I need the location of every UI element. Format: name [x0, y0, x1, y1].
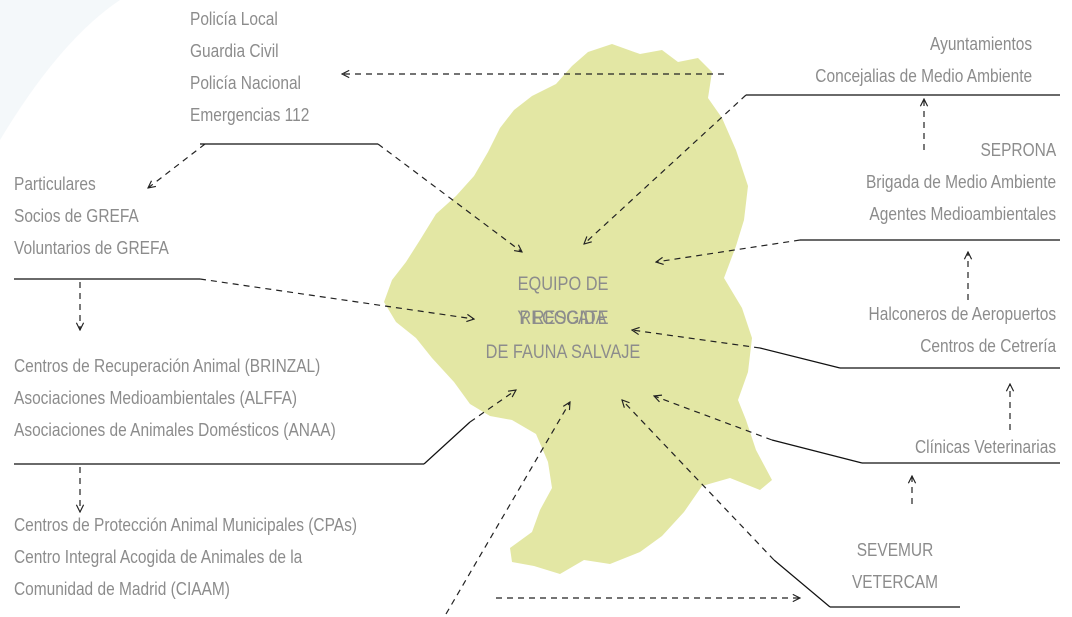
node-line: Policía Local [190, 9, 278, 29]
arrow-protection-to-center [445, 402, 570, 615]
arrow-citizens-to-center [199, 278, 474, 319]
connector-recovery [423, 421, 471, 465]
arrow-environment-to-center [656, 239, 801, 262]
node-line: Centros de Cetrería [920, 336, 1056, 356]
node-line: Centro Integral Acogida de Animales de l… [14, 547, 303, 567]
node-line: Emergencias 112 [190, 105, 310, 125]
arrow-police-to-citizens [148, 143, 206, 188]
node-line: Particulares [14, 174, 96, 194]
arrow-recovery-to-center [469, 390, 516, 423]
node-line: Socios de GREFA [14, 206, 139, 226]
center-label-line: Y RESCATE [517, 308, 609, 329]
node-line: Voluntarios de GREFA [14, 238, 169, 258]
arrow-municipal-to-center [584, 94, 747, 244]
node-line: Clínicas Veterinarias [914, 437, 1056, 457]
arrow-emergency-vets-to-center [622, 400, 775, 561]
node-vets: Clínicas Veterinarias [915, 431, 1056, 463]
node-line: Comunidad de Madrid (CIAAM) [14, 579, 230, 599]
node-line: SEPRONA [980, 140, 1056, 160]
node-line: Concejalias de Medio Ambiente [815, 66, 1032, 86]
node-recovery-centers: Centros de Recuperación Animal (BRINZAL)… [14, 350, 336, 446]
node-line: Centros de Protección Animal Municipales… [14, 515, 358, 535]
node-line: Asociaciones Medioambientales (ALFFA) [14, 388, 298, 408]
node-environment-agents: SEPRONA Brigada de Medio Ambiente Agente… [866, 134, 1056, 230]
node-line: Guardia Civil [190, 41, 279, 61]
node-line: Centros de Recuperación Animal (BRINZAL) [14, 356, 321, 376]
connector-falconers [759, 347, 841, 369]
center-label-line: EQUIPO DE RECOGIDA [517, 274, 609, 329]
center-label-rescue-team: EQUIPO DE RECOGIDA Y RESCATE DE FAUNA SA… [481, 268, 644, 370]
node-line: Asociaciones de Animales Domésticos (ANA… [14, 420, 336, 440]
center-label-line: DE FAUNA SALVAJE [485, 342, 641, 363]
node-citizens: Particulares Socios de GREFA Voluntarios… [14, 168, 169, 264]
decorative-shape [0, 0, 120, 140]
node-municipal: Ayuntamientos Concejalias de Medio Ambie… [815, 28, 1032, 92]
node-protection-centers: Centros de Protección Animal Municipales… [14, 509, 357, 605]
node-line: Ayuntamientos [929, 34, 1032, 54]
node-line: Policía Nacional [190, 73, 302, 93]
arrow-police-to-center [377, 143, 522, 252]
node-emergency-vets: SEVEMUR VETERCAM [848, 534, 943, 598]
node-police: Policía Local Guardia Civil Policía Naci… [190, 3, 309, 131]
node-line: Agentes Medioambientales [869, 204, 1056, 224]
node-falconers: Halconeros de Aeropuertos Centros de Cet… [868, 298, 1056, 362]
node-line: VETERCAM [851, 572, 938, 592]
connector-vets [771, 439, 863, 464]
node-line: Brigada de Medio Ambiente [865, 172, 1056, 192]
node-line: Halconeros de Aeropuertos [868, 304, 1056, 324]
connector-emergency-vets [773, 559, 831, 608]
madrid-map-silhouette [384, 44, 772, 574]
node-line: SEVEMUR [856, 540, 934, 560]
arrow-vets-to-center [654, 396, 773, 441]
